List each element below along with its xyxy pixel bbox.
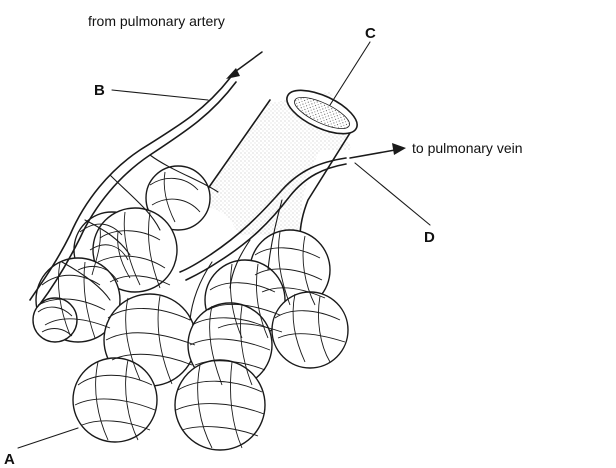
leader-a xyxy=(18,428,78,448)
label-b: B xyxy=(94,82,105,99)
leader-c xyxy=(330,42,370,105)
alveolus xyxy=(175,360,265,450)
label-d: D xyxy=(424,229,435,246)
arrow-into-arteriole xyxy=(226,52,262,79)
label-a: A xyxy=(4,451,15,468)
label-from-artery: from pulmonary artery xyxy=(88,13,225,29)
label-to-vein: to pulmonary vein xyxy=(412,140,523,156)
leader-b xyxy=(112,90,208,100)
arrow-out-of-venule xyxy=(350,143,406,158)
leader-d xyxy=(355,163,430,225)
label-c: C xyxy=(365,25,376,42)
alveolus xyxy=(272,292,348,368)
